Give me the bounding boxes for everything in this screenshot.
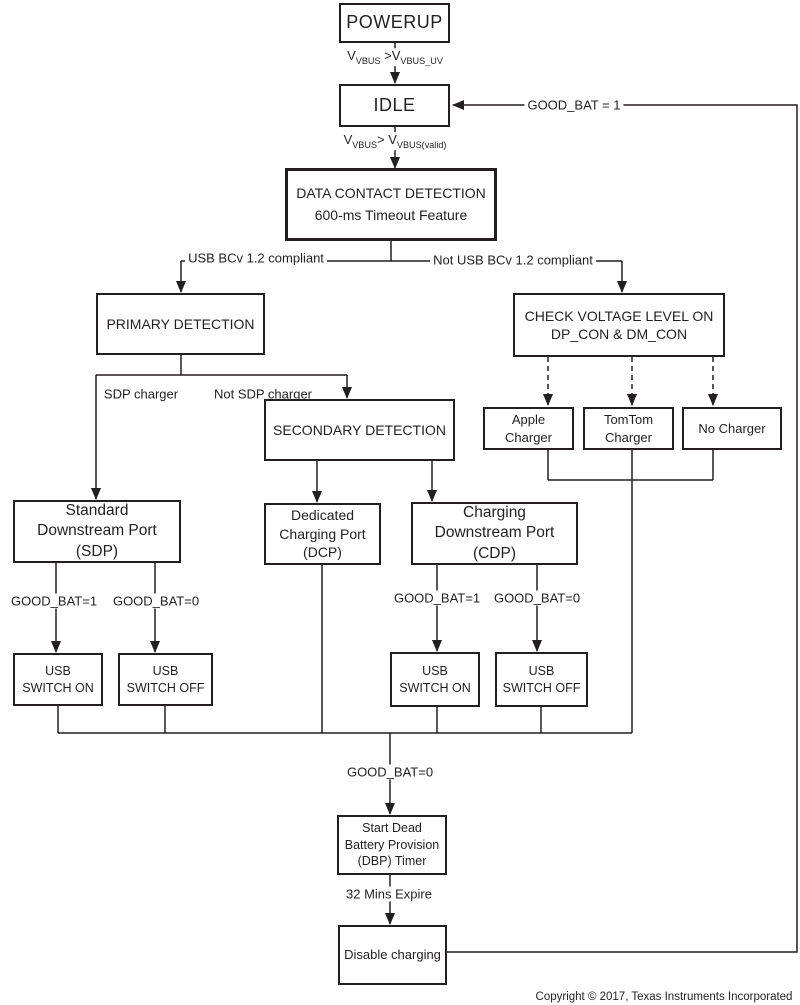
- edge-goodbat1-feedback: [447, 100, 798, 953]
- edge-label-32-mins-expire: 32 Mins Expire: [343, 886, 435, 902]
- state-dcp-port: Dedicated Charging Port (DCP): [264, 503, 381, 565]
- state-data-contact-detection: DATA CONTACT DETECTION 600-ms Timeout Fe…: [285, 168, 497, 241]
- edge-label-vbus-gt-vbus-uv: VVBUS >VVBUS_UV: [344, 48, 446, 66]
- copyright-notice: Copyright © 2017, Texas Instruments Inco…: [535, 991, 793, 1003]
- state-cdp-port: Charging Downstream Port (CDP): [411, 502, 578, 565]
- state-usb-switch-off-sdp: USB SWITCH OFF: [118, 653, 213, 706]
- state-check-voltage-level: CHECK VOLTAGE LEVEL ON DP_CON & DM_CON: [513, 293, 725, 357]
- edge-label-good-bat-0-cdp: GOOD_BAT=0: [490, 590, 584, 606]
- edge-label-not-usb-compliant: Not USB BCv 1.2 compliant: [430, 252, 596, 268]
- state-tomtom-charger: TomTom Charger: [583, 407, 674, 450]
- edge-label-sdp-charger: SDP charger: [103, 386, 179, 402]
- state-usb-switch-on-cdp: USB SWITCH ON: [390, 652, 480, 707]
- edge-label-good-bat-1-loop: GOOD_BAT = 1: [524, 97, 624, 113]
- state-apple-charger: Apple Charger: [483, 407, 574, 450]
- state-secondary-detection: SECONDARY DETECTION: [264, 399, 455, 461]
- state-powerup: POWERUP: [339, 3, 450, 43]
- state-disable-charging: Disable charging: [338, 925, 447, 985]
- edge-label-good-bat-1-sdp: GOOD_BAT=1: [7, 593, 101, 609]
- edge-label-good-bat-0-sdp: GOOD_BAT=0: [109, 593, 203, 609]
- edge-label-good-bat-1-cdp: GOOD_BAT=1: [390, 590, 484, 606]
- state-no-charger: No Charger: [682, 407, 782, 450]
- state-dbp-timer: Start Dead Battery Provision (DBP) Timer: [337, 815, 447, 875]
- edge-label-vbus-gt-vbus-valid: VVBUS> VVBUS(valid): [340, 132, 450, 150]
- edge-label-usb-compliant: USB BCv 1.2 compliant: [185, 250, 327, 266]
- state-sdp-port: Standard Downstream Port (SDP): [13, 500, 181, 563]
- state-idle: IDLE: [339, 84, 450, 127]
- state-usb-switch-off-cdp: USB SWITCH OFF: [495, 652, 588, 707]
- state-usb-switch-on-sdp: USB SWITCH ON: [13, 653, 103, 706]
- edge-label-not-sdp-charger: Not SDP charger: [213, 386, 313, 402]
- state-primary-detection: PRIMARY DETECTION: [96, 293, 265, 355]
- edge-label-good-bat-0-main: GOOD_BAT=0: [343, 764, 437, 780]
